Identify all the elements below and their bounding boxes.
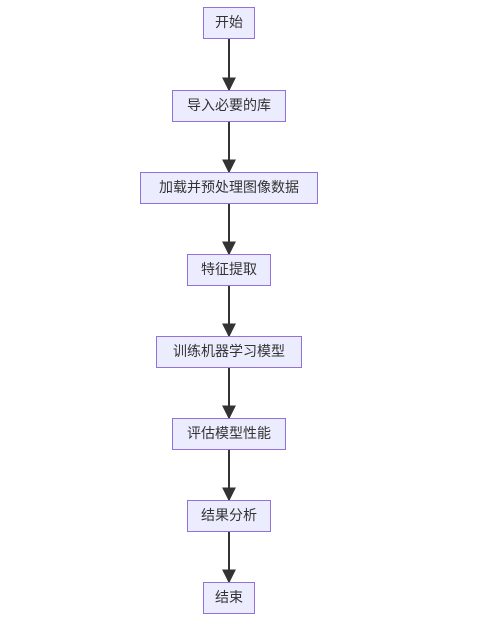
node-feature-extraction: 特征提取 <box>187 254 271 286</box>
node-start: 开始 <box>203 7 255 39</box>
node-load-preprocess-images: 加载并预处理图像数据 <box>140 172 318 204</box>
node-train-model: 训练机器学习模型 <box>156 336 302 368</box>
node-evaluate-model: 评估模型性能 <box>172 418 286 450</box>
node-import-libraries: 导入必要的库 <box>172 90 286 122</box>
node-end: 结束 <box>203 582 255 614</box>
node-result-analysis: 结果分析 <box>187 500 271 532</box>
